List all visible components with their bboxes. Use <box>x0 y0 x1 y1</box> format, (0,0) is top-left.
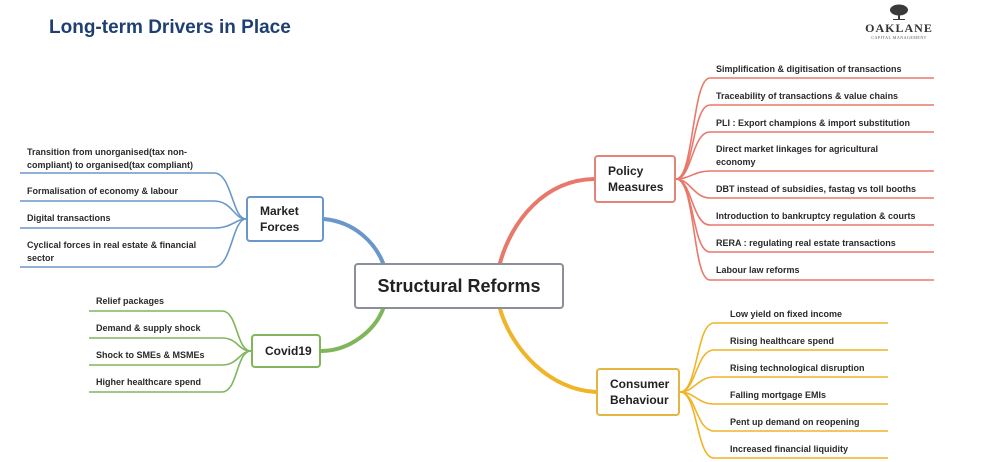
connector-policy-leaf <box>675 170 934 180</box>
logo-subtitle: CAPITAL MANAGEMENT <box>871 35 927 40</box>
page-title: Long-term Drivers in Place <box>49 17 291 38</box>
leaf-market-item: Cyclical forces in real estate & financi… <box>27 240 197 263</box>
category-policy-measures: Policy Measures <box>594 155 676 203</box>
leaf-policy-item: DBT instead of subsidies, fastag vs toll… <box>716 184 917 194</box>
logo-name: OAKLANE <box>865 21 933 35</box>
connector-center-covid <box>319 307 385 353</box>
leaf-consumer-item: Rising healthcare spend <box>730 336 835 346</box>
category-label: Covid19 <box>265 343 312 358</box>
leaf-policy-item: Direct market linkages for agricultural … <box>716 144 879 167</box>
connector-covid-leaf <box>89 350 252 393</box>
connector-consumer-leaf <box>679 391 888 459</box>
connector-center-consumer <box>498 307 598 394</box>
leaf-covid-item: Demand & supply shock <box>96 323 201 333</box>
connector-center-policy <box>498 177 596 265</box>
leaf-policy-item: Labour law reforms <box>716 265 800 275</box>
leaf-market-item: Digital transactions <box>27 213 111 223</box>
category-consumer-behaviour: Consumer Behaviour <box>596 368 680 416</box>
category-label: Policy Measures <box>608 163 664 194</box>
connector-policy-leaf <box>675 77 934 180</box>
connector-market-leaf <box>20 218 247 268</box>
connector-consumer-leaf <box>679 376 888 393</box>
category-covid19: Covid19 <box>251 334 321 368</box>
category-label: Consumer Behaviour <box>610 376 670 407</box>
leaf-consumer-item: Increased financial liquidity <box>730 444 849 454</box>
leaf-market-item: Transition from unorganised(tax non-comp… <box>27 147 194 170</box>
leaf-consumer-item: Low yield on fixed income <box>730 309 843 319</box>
connector-covid-leaf <box>89 337 252 352</box>
leaf-consumer-item: Falling mortgage EMIs <box>730 390 827 400</box>
central-node: Structural Reforms <box>354 263 564 309</box>
category-label: Market Forces <box>260 203 300 234</box>
connector-policy-leaf <box>675 131 934 180</box>
leaf-policy-item: Traceability of transactions & value cha… <box>716 91 899 101</box>
leaf-consumer-item: Pent up demand on reopening <box>730 417 860 427</box>
connector-center-market <box>322 217 385 265</box>
leaf-policy-item: RERA : regulating real estate transactio… <box>716 238 896 248</box>
leaf-policy-item: Introduction to bankruptcy regulation & … <box>716 211 916 221</box>
connector-policy-leaf <box>675 178 934 281</box>
category-market-forces: Market Forces <box>246 196 324 242</box>
leaf-policy-item: Simplification & digitisation of transac… <box>716 64 902 74</box>
leaf-market-item: Formalisation of economy & labour <box>27 186 179 196</box>
leaf-covid-item: Higher healthcare spend <box>96 377 202 387</box>
leaf-covid-item: Shock to SMEs & MSMEs <box>96 350 205 360</box>
leaf-covid-item: Relief packages <box>96 296 165 306</box>
connector-consumer-leaf <box>679 322 888 393</box>
oak-tree-icon <box>890 4 908 20</box>
connector-market-leaf <box>20 200 247 220</box>
company-logo: OAKLANE CAPITAL MANAGEMENT <box>862 4 936 40</box>
leaf-policy-item: PLI : Export champions & import substitu… <box>716 118 911 128</box>
leaf-consumer-item: Rising technological disruption <box>730 363 865 373</box>
